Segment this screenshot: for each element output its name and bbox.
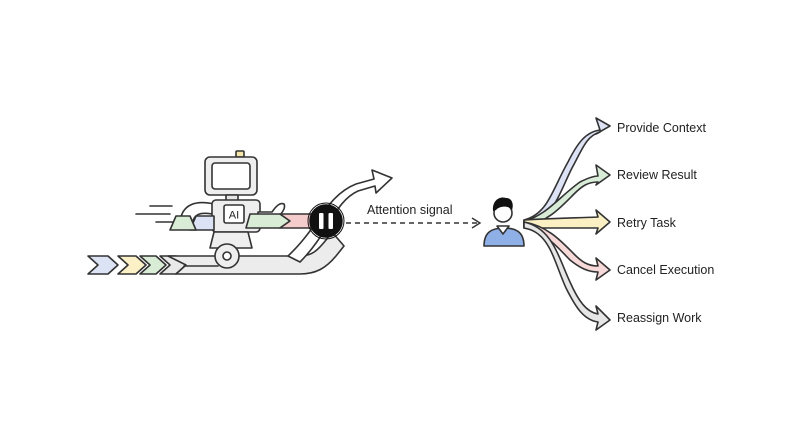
label-cancel-execution[interactable]: Cancel Execution [617,263,714,277]
arrow-head [471,217,482,229]
fanout [523,117,611,331]
chevron-yellow [117,255,147,275]
pause-icon[interactable] [307,202,345,240]
person-icon [483,197,525,247]
belt-red [279,213,313,229]
branch-retry-task[interactable] [523,209,611,235]
gray-track [167,231,345,275]
label-review-result[interactable]: Review Result [617,168,697,182]
branch-reassign-work[interactable] [523,221,611,331]
chevron-blue [87,255,119,275]
label-reassign-work[interactable]: Reassign Work [617,311,702,325]
ai-badge [223,204,245,224]
ai-badge-text: AI [229,210,239,222]
label-provide-context[interactable]: Provide Context [617,121,706,135]
label-retry-task[interactable]: Retry Task [617,216,677,230]
attention-signal-label: Attention signal [367,203,452,217]
chevron-green [139,255,167,275]
branch-review-result[interactable] [523,164,611,228]
robot-icon [135,150,286,269]
branch-provide-context[interactable] [523,117,611,227]
chevron-track [87,231,345,275]
